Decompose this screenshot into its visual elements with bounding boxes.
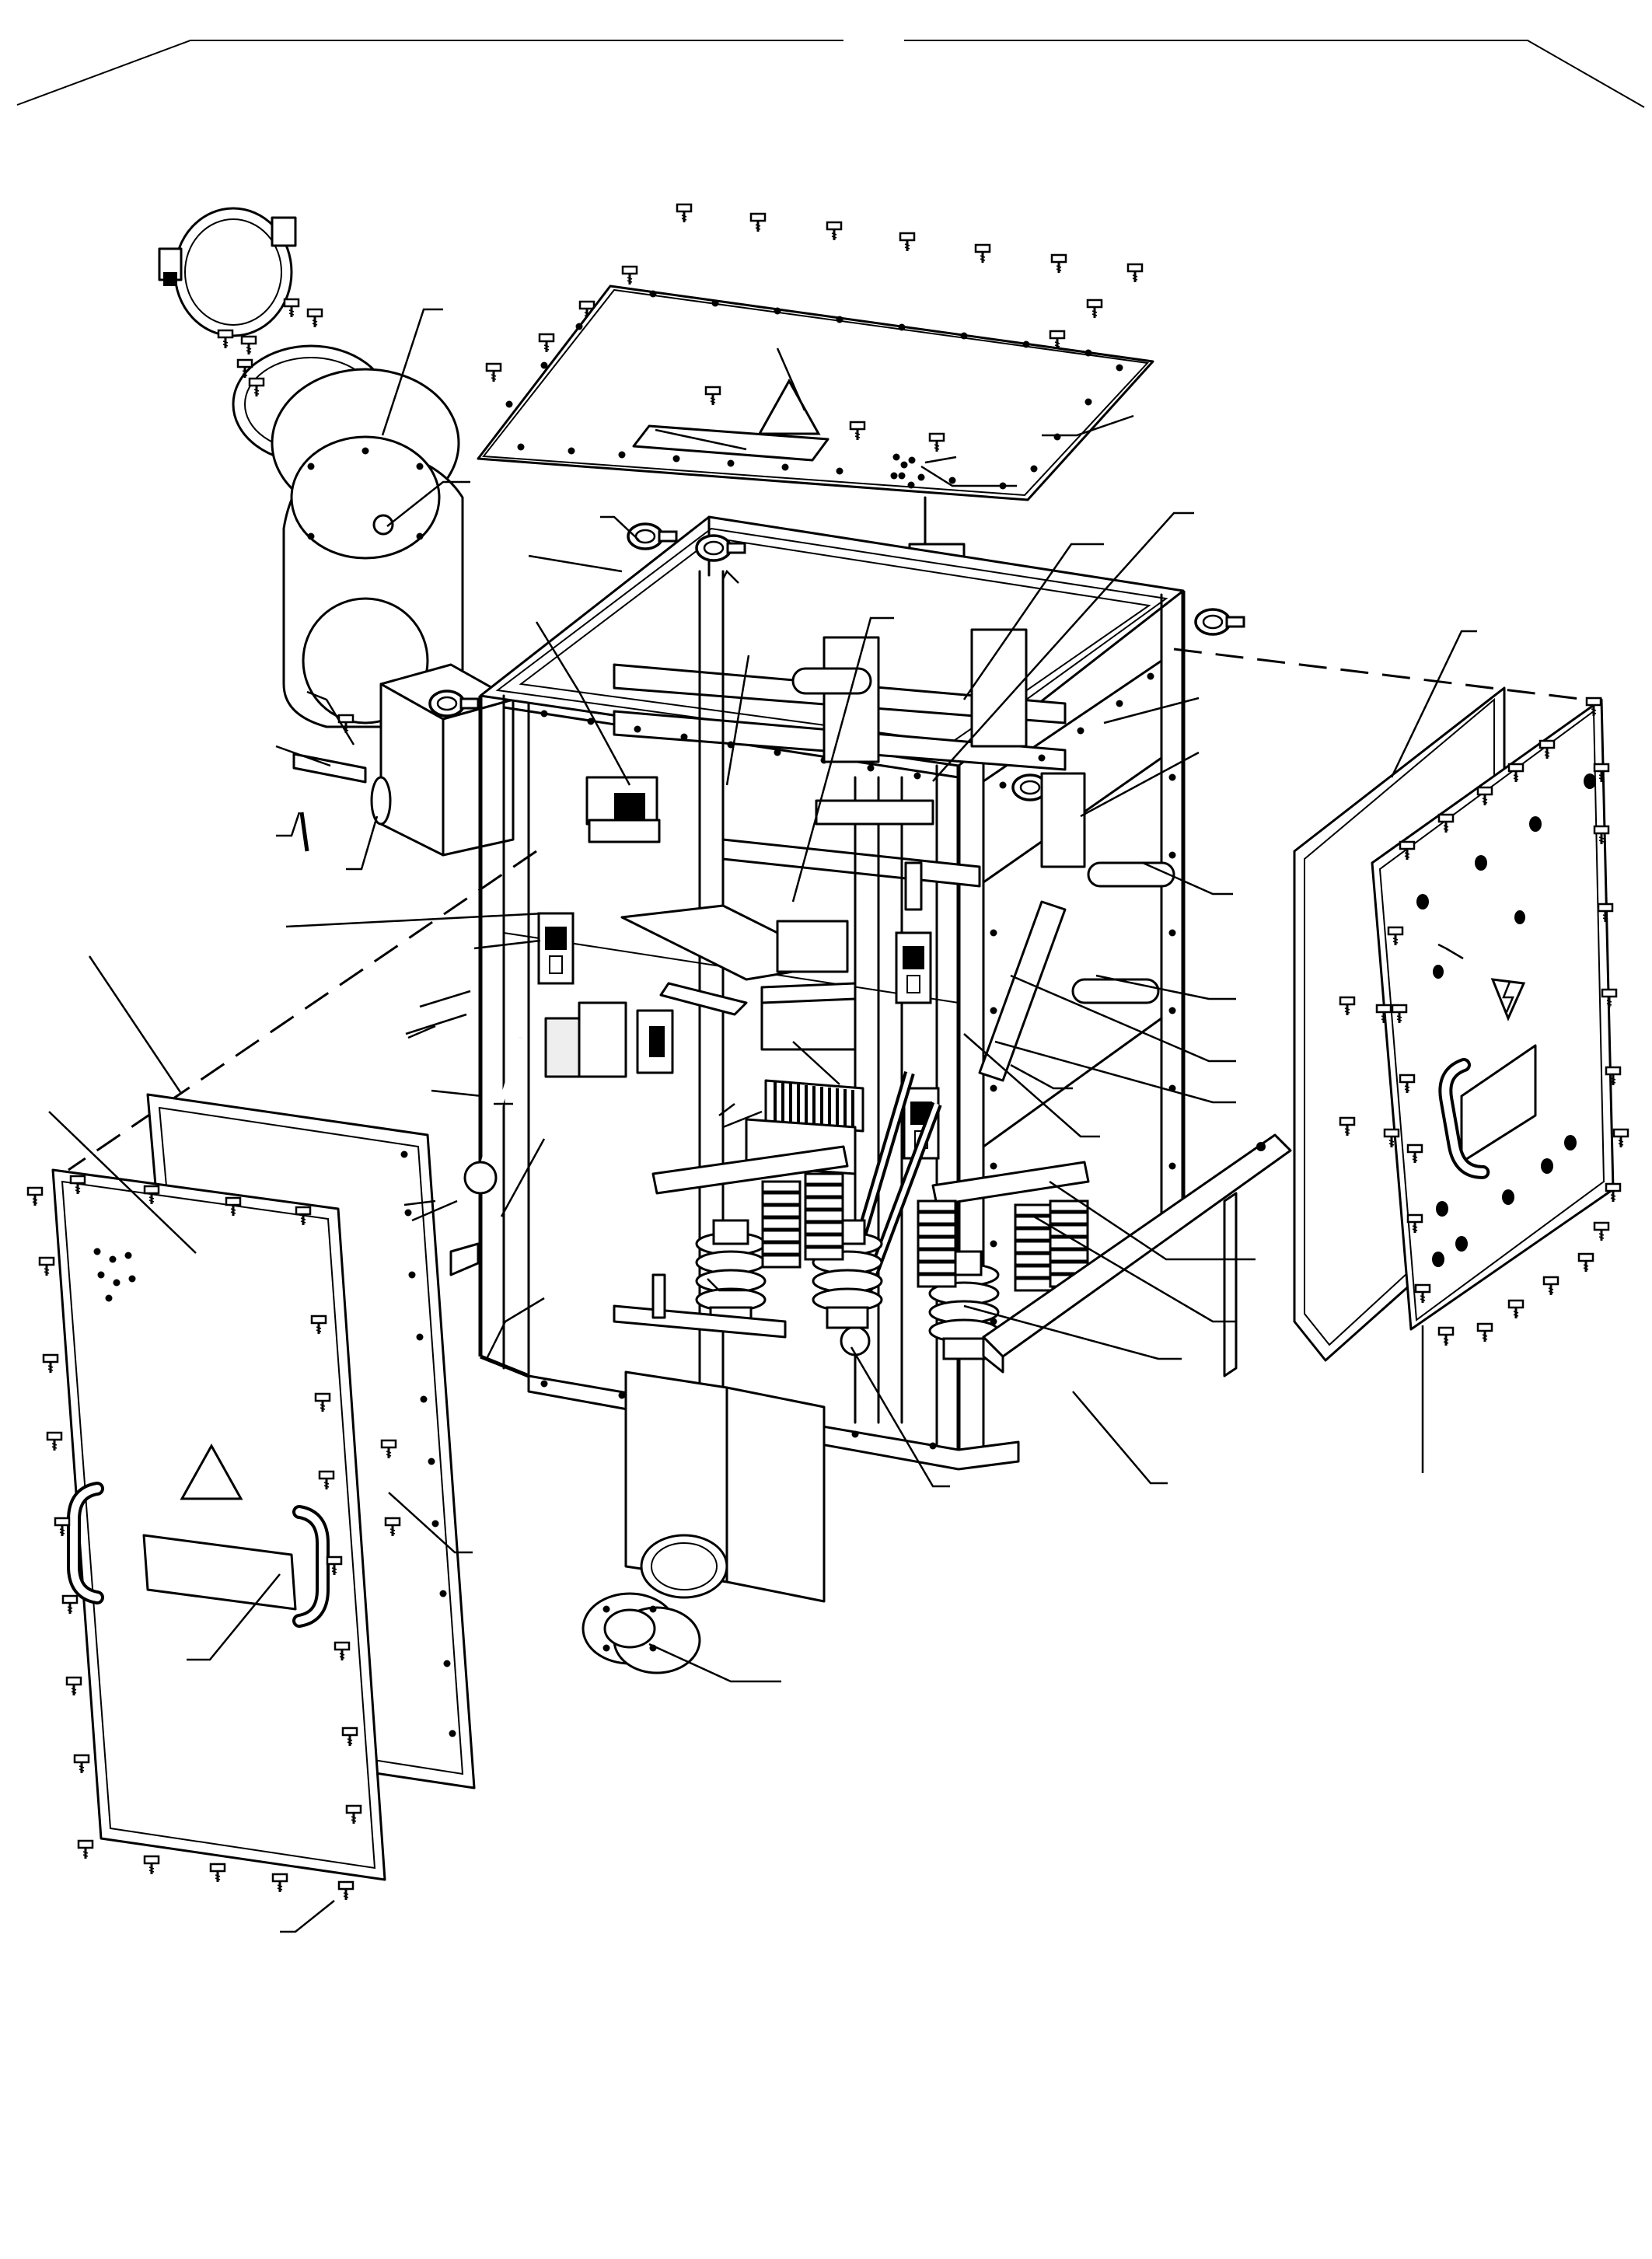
duct-flange-plate [232, 344, 464, 735]
left-access-panel [26, 1168, 401, 1901]
assembly-lines [68, 648, 1587, 1171]
right-access-panel [1371, 697, 1629, 1347]
small-parts-left [292, 752, 367, 852]
leader-lines [48, 308, 1477, 1933]
bottom-duct [624, 1370, 826, 1603]
enclosure-top-cover [477, 285, 1154, 571]
mounting-rail [449, 1133, 1292, 1377]
busbar-insulators [613, 1145, 1090, 1360]
lightning-bolt-warning-icon [1490, 978, 1526, 1021]
duct-collar [582, 1592, 701, 1674]
title-frame [16, 40, 1645, 108]
duct-clamp-ring [158, 207, 323, 356]
